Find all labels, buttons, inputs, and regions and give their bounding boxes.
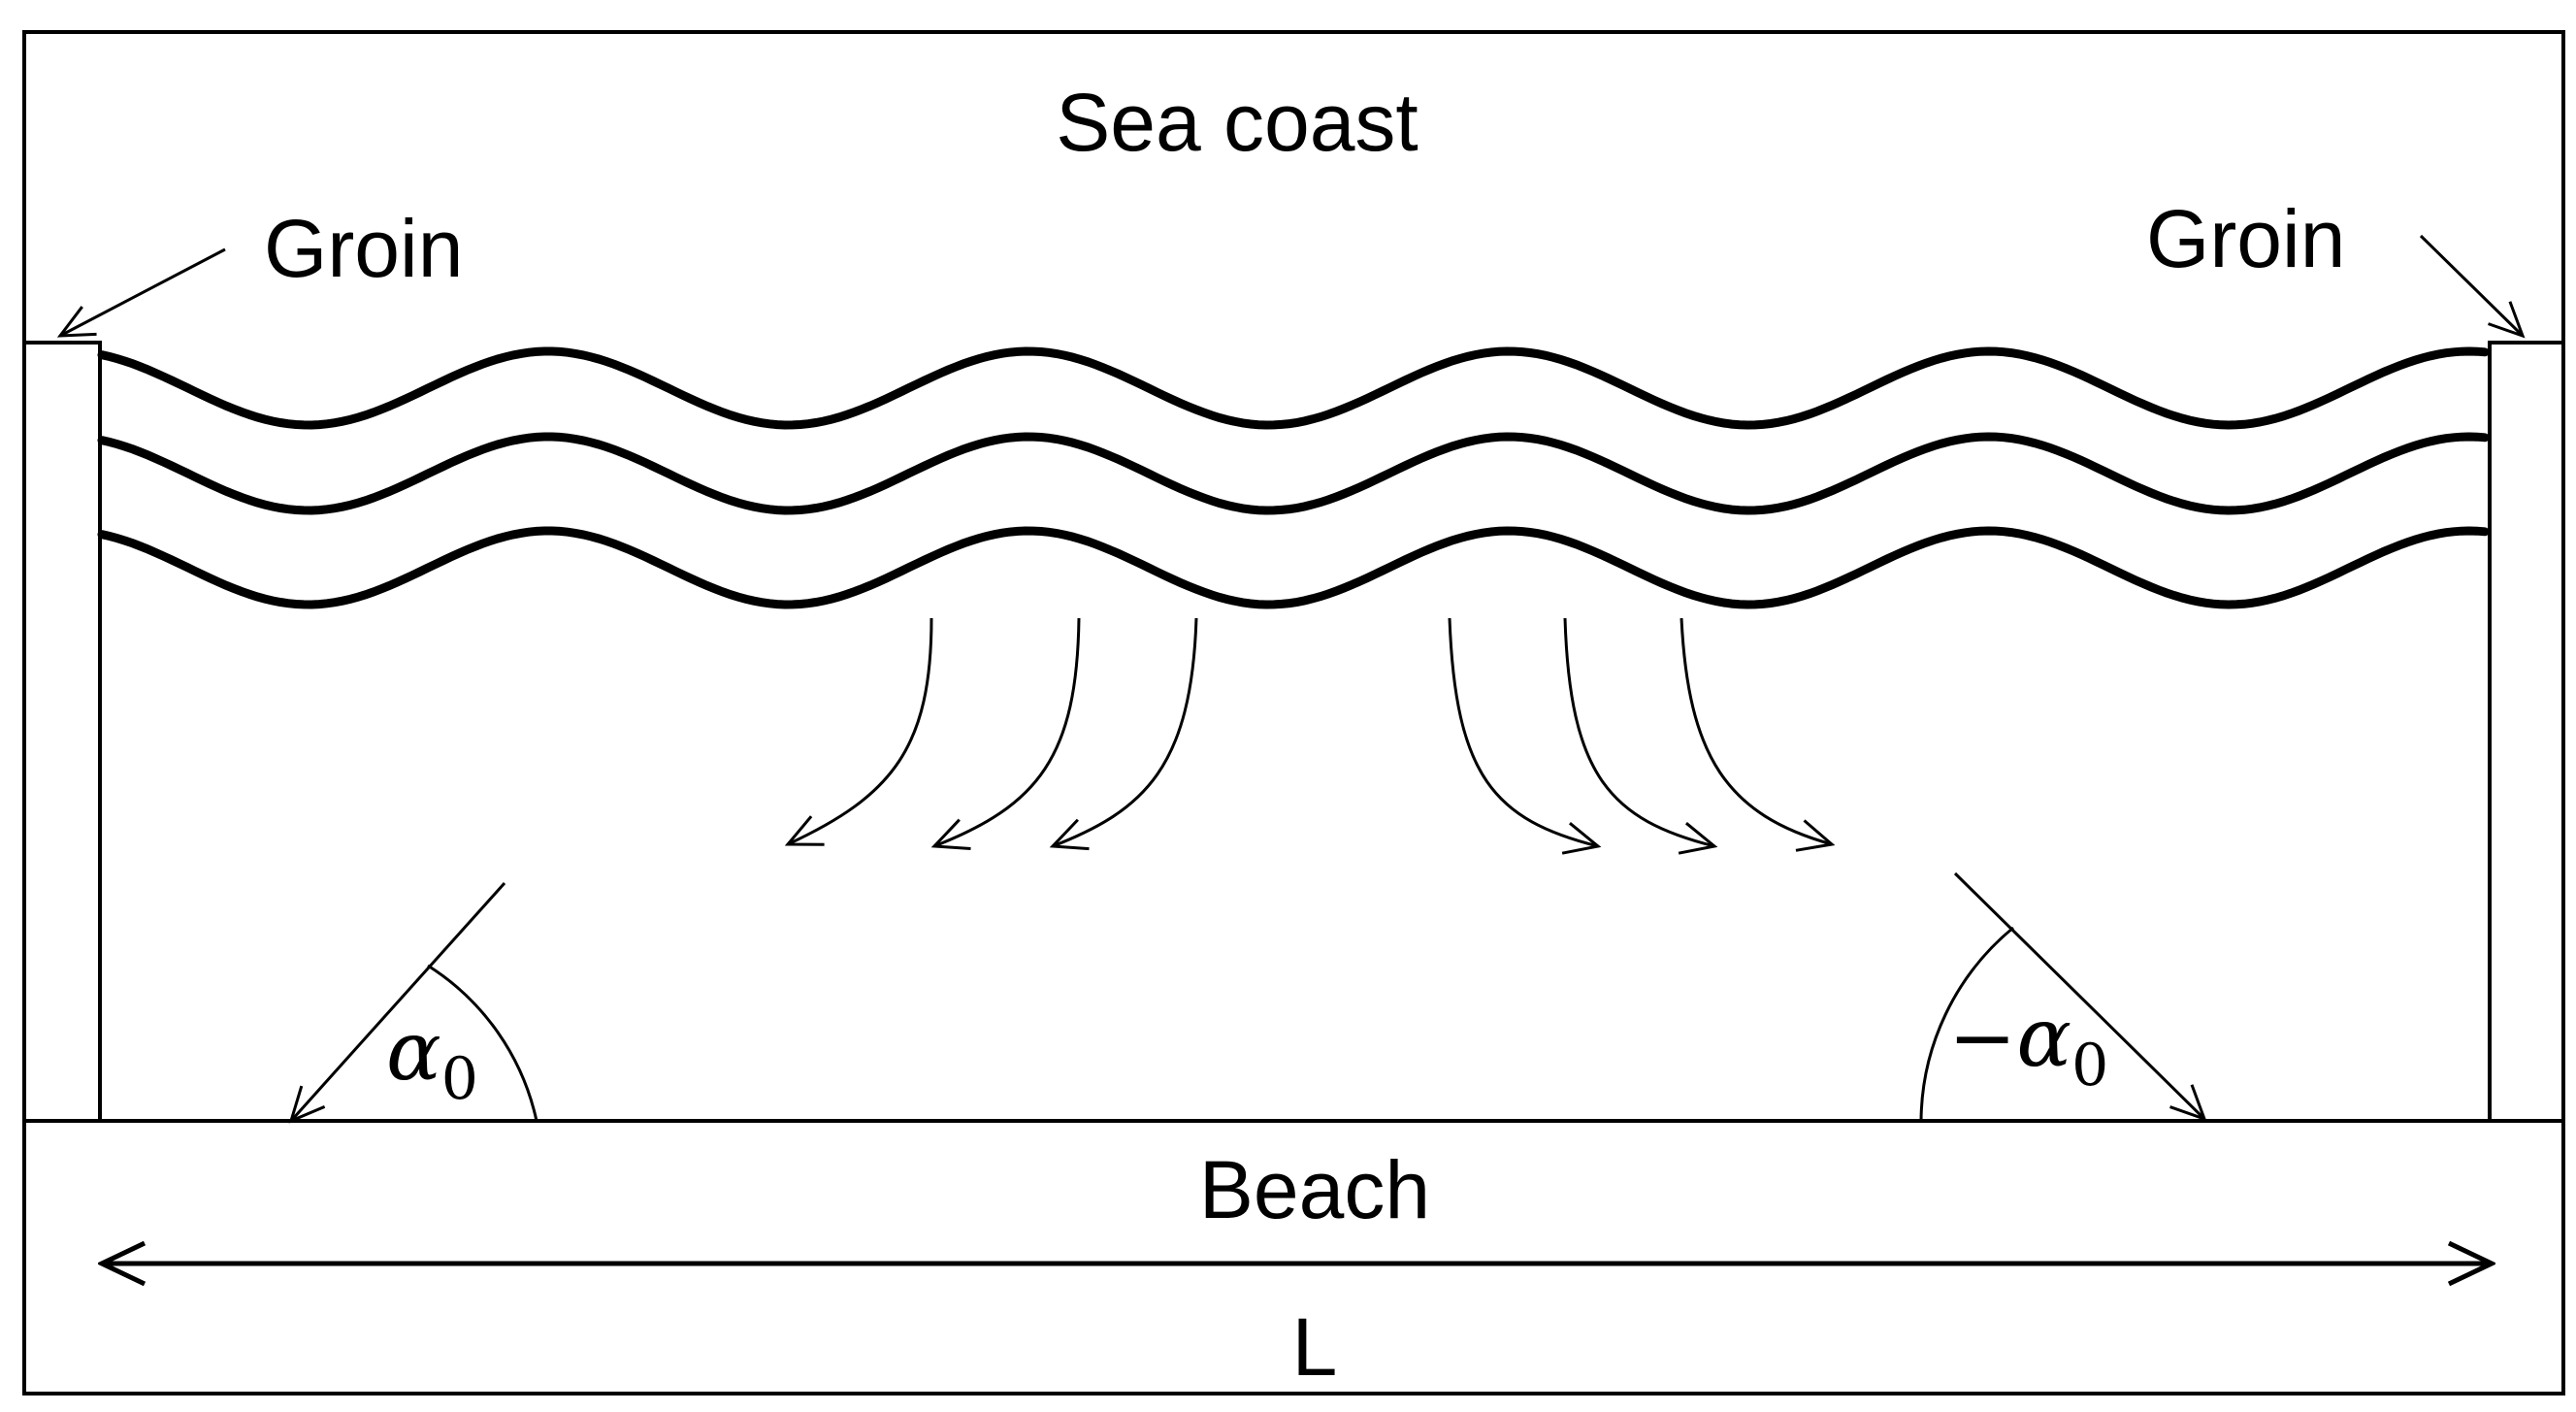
groin-right-label: Groin [2146, 193, 2345, 284]
angle-left-label: α0 [386, 1003, 478, 1113]
beach-label: Beach [1199, 1144, 1430, 1235]
angle-arc-left [427, 964, 538, 1122]
groin-left [22, 341, 102, 1123]
wave-ray-right [1953, 871, 2207, 1122]
sea-coast-label: Sea coast [1056, 77, 1418, 168]
refraction-arrows [784, 617, 1836, 855]
groin-left-label: Groin [264, 203, 463, 294]
refraction-arrow-right-2 [1563, 617, 1718, 855]
angle-left-symbol: α [386, 1003, 441, 1099]
groin-left-pointer-arrow [56, 247, 226, 338]
refraction-arrow-right-1 [1448, 617, 1602, 855]
refraction-arrow-left-3 [1049, 617, 1198, 851]
refraction-arrow-right-3 [1679, 617, 1836, 852]
angle-right-symbol: −α [1948, 990, 2071, 1085]
length-label: L [1292, 1301, 1338, 1393]
refraction-arrow-left-2 [930, 617, 1081, 850]
groin-right [2488, 341, 2565, 1123]
wave-crest-3 [97, 526, 2490, 609]
angle-right-label: −α0 [1948, 990, 2108, 1100]
wave-ray-left [288, 881, 506, 1124]
wave-crest-2 [97, 432, 2490, 515]
angle-right-subscript: 0 [2071, 1032, 2108, 1100]
refraction-arrow-left-1 [784, 617, 933, 846]
angle-arc-right [1919, 926, 2014, 1122]
wave-crests [97, 346, 2490, 609]
wave-crest-1 [97, 346, 2490, 430]
angle-left-subscript: 0 [441, 1045, 478, 1113]
groin-right-pointer-arrow [2419, 234, 2526, 339]
